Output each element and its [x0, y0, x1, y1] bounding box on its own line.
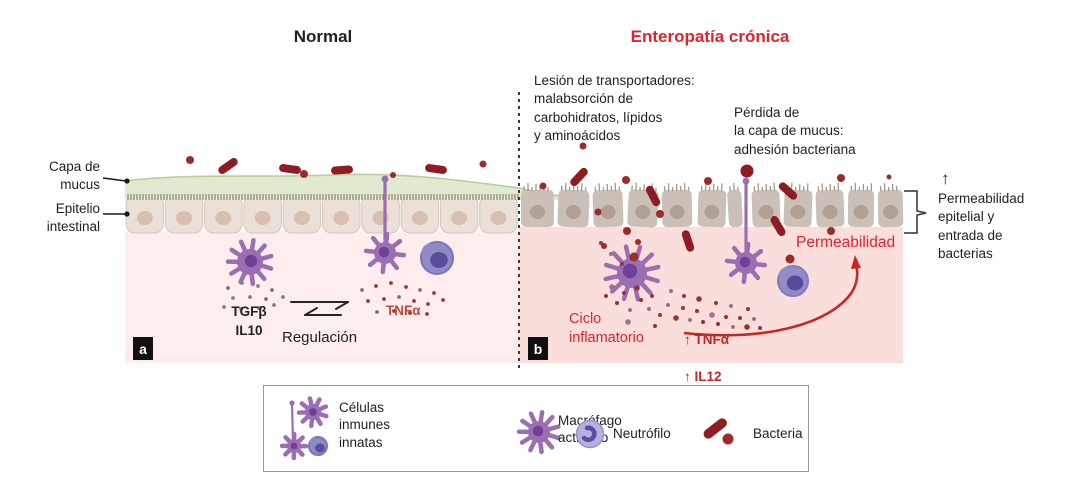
- epithelium-label: Epitelio intestinal: [46, 201, 100, 234]
- cytokine-il12: ↑ IL12: [684, 368, 722, 384]
- immune-cells: [225, 175, 809, 302]
- epithelial-permeability-note: Permeabilidad epitelial y entrada de bac…: [938, 191, 1025, 262]
- left-brush-border: [127, 194, 519, 200]
- legend-box: Células inmunes innatas Macrófago activa…: [263, 385, 809, 472]
- bacteria-icon: [703, 418, 734, 445]
- regulatory-dots: [222, 281, 285, 311]
- mucus-loss-note: Pérdida de la capa de mucus: adhesión ba…: [734, 105, 856, 157]
- lamina-propria: [125, 227, 903, 363]
- equilibrium-arrows: [290, 301, 349, 316]
- panel-label-b: b: [528, 337, 548, 360]
- regulation-label: Regulación: [282, 329, 358, 346]
- right-epithelium: [521, 182, 904, 228]
- up-arrow-glyph: ↑: [941, 169, 950, 188]
- tnfa-dots: [360, 281, 445, 316]
- cytokine-tnfa: ↑ TNFα: [684, 331, 730, 347]
- legend-label-neutrophil: Neutrófilo: [613, 426, 671, 441]
- bacteria: [186, 142, 892, 264]
- innate-immune-cells-icon: [280, 396, 329, 461]
- panel-label-a: a: [133, 337, 153, 360]
- label-connectors: [102, 177, 130, 217]
- left-epithelium: [125, 194, 518, 234]
- activated-macrophage-icon: [516, 409, 561, 455]
- permeability-feedback-arrow: [683, 255, 861, 337]
- left-panel-title: Normal: [293, 27, 353, 46]
- regulatory-molecules-label: TGFβ IL10: [231, 304, 267, 338]
- transporter-lesion-note: Lesión de transportadores: malabsorción …: [534, 73, 695, 144]
- right-panel-title: Enteropatía crónica: [630, 27, 790, 46]
- inflammatory-cycle-label: Ciclo inflamatorio: [569, 311, 644, 346]
- permeability-label: Permeabilidad: [796, 234, 896, 251]
- mucus-layer-label: Capa de mucus: [48, 159, 100, 192]
- permeability-bracket: [904, 190, 927, 234]
- neutrophil-icon: [575, 419, 605, 449]
- legend-label-bacteria: Bacteria: [753, 426, 803, 441]
- inflammatory-dots: [599, 241, 762, 330]
- legend-label-innate-cells: Células inmunes innatas: [339, 400, 391, 450]
- tnfa-label: TNFα: [386, 303, 421, 318]
